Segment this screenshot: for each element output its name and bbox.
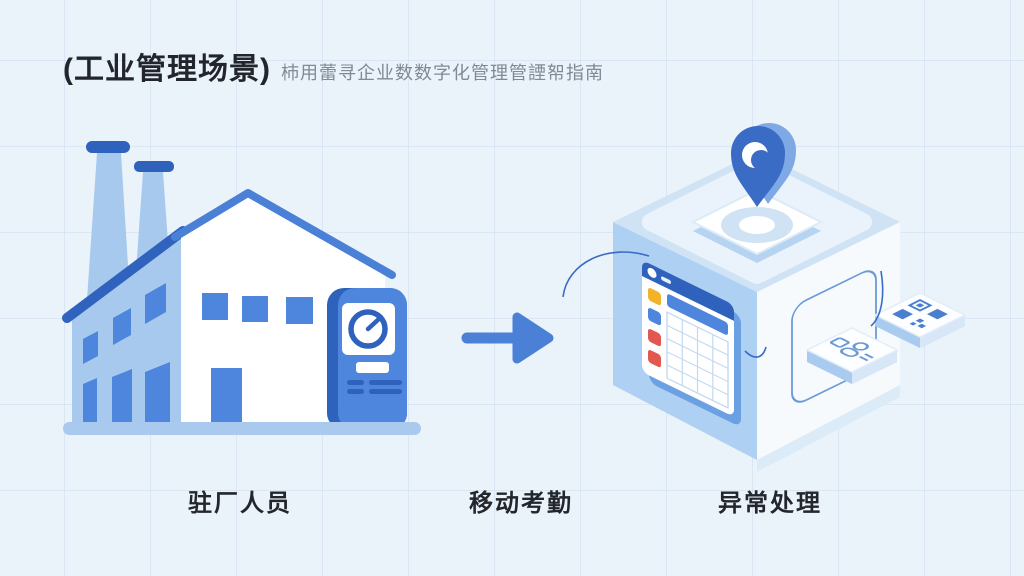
staff-card-icon [805, 327, 899, 384]
qr-code-card-icon [873, 292, 967, 348]
attendance-kiosk-icon [327, 288, 407, 430]
right-arrow-icon [461, 312, 554, 364]
cube-illustration [562, 122, 967, 472]
table-grid [666, 311, 729, 409]
step-label-mobile-attendance: 移动考勤 [469, 490, 573, 517]
header: (工业管理场景) 杮用蕾寻企业数数字化管理管諲帤指南 [63, 44, 604, 88]
step-label-factory-staff: 驻厂人员 [188, 490, 292, 517]
factory-side-wall [62, 226, 188, 428]
attendance-table-window-icon [642, 262, 741, 425]
page-subtitle: 杮用蕾寻企业数数字化管理管諲帤指南 [280, 63, 604, 83]
page-title: (工业管理场景) [63, 53, 271, 86]
factory-ground [63, 422, 421, 435]
legend-blue-square [648, 308, 661, 326]
clock-gauge-icon [348, 309, 388, 349]
legend-yellow-square [648, 288, 661, 306]
legend-red-square [648, 350, 661, 368]
location-pin-icon [731, 122, 796, 207]
factory-building-icon [62, 141, 421, 435]
step-label-exception-handling: 异常处理 [718, 490, 822, 517]
pin-platform [690, 188, 824, 263]
factory-door [211, 368, 242, 426]
legend-red-square [648, 329, 661, 347]
connector-curves [562, 251, 884, 358]
